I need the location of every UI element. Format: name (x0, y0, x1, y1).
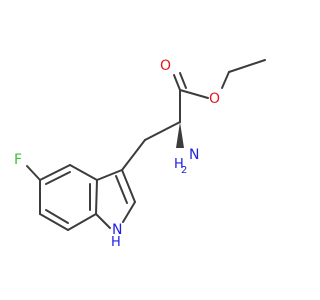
bond-c5-f (26, 165, 41, 181)
carbonyl-oxygen-label: O (160, 58, 171, 74)
bond-c6-c7-inner (45, 209, 69, 224)
bond-c7-c7a (67, 213, 97, 231)
bond-c3-c2 (121, 169, 136, 203)
bond-c4-c5 (39, 164, 71, 181)
bond-alpha-ch2 (144, 121, 181, 141)
bond-c3a-c4 (69, 164, 98, 181)
indole-hydrogen-label: H (111, 235, 121, 250)
amine-hydrogen-subscript: 2 (181, 165, 187, 176)
bond-alpha-nh2-wedge (176, 122, 184, 148)
ester-oxygen-label: O (209, 91, 220, 107)
fluorine-label: F (14, 152, 22, 168)
bond-n1-c7a (95, 213, 111, 229)
bond-c2-n1 (122, 201, 136, 223)
bond-ch2-c3 (121, 139, 146, 171)
amine-nitrogen-label: N (189, 147, 199, 163)
indole-nitrogen-label: N (112, 222, 122, 238)
bond-c6-c7 (39, 213, 69, 231)
structure-canvas: O O N H 2 F N H (14, 58, 266, 250)
amine-hydrogen-label: H (174, 157, 184, 172)
molecule-diagram: O O N H 2 F N H (14, 58, 266, 250)
bond-c4-c5-inner (45, 171, 71, 185)
bond-ethyl-ch2-o (221, 71, 230, 89)
bond-ethyl-ch3-ch2 (228, 59, 266, 73)
bond-c3-c2-inner (115, 175, 128, 204)
bond-o-carbonyl-c (179, 89, 209, 99)
bond-c3-c3a (96, 169, 123, 181)
bond-c3a-c7a (95, 179, 98, 215)
bond-carbonyl-double-2 (179, 72, 187, 89)
bond-carbonyl-double-1 (173, 74, 181, 91)
